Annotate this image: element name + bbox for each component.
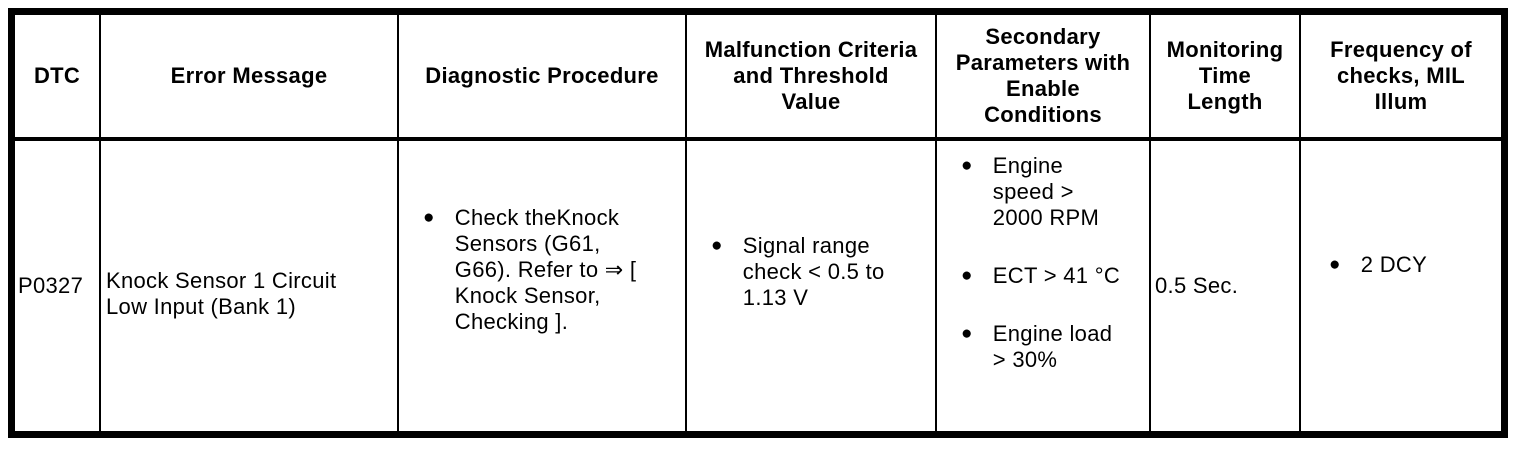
error-message-text: Knock Sensor 1 Circuit Low Input (Bank 1… xyxy=(106,268,337,319)
dtc-table: DTC Error Message Diagnostic Procedure M… xyxy=(13,13,1503,433)
bullet-item-text: 2 DCY xyxy=(1360,252,1428,277)
column-header-secondary-parameters: Secondary Parameters with Enable Conditi… xyxy=(935,13,1151,141)
bullet-icon: ● xyxy=(1329,254,1341,275)
bullet-icon: ● xyxy=(423,207,435,228)
table-row: P0327 Knock Sensor 1 Circuit Low Input (… xyxy=(13,138,1503,433)
bullet-icon: ● xyxy=(961,265,973,286)
column-header-error-message: Error Message xyxy=(99,13,399,141)
column-header-dtc: DTC xyxy=(13,13,101,141)
dtc-cell: P0327 xyxy=(13,138,101,433)
bullet-item: ● 2 DCY xyxy=(1302,252,1500,278)
bullet-item: ● Signal range check < 0.5 to 1.13 V xyxy=(688,233,934,311)
bullet-item-text: Signal range check < 0.5 to 1.13 V xyxy=(742,233,885,310)
bullet-item-text: Engine load > 30% xyxy=(992,321,1113,372)
bullet-item: ● Engine load > 30% xyxy=(938,321,1148,373)
column-header-monitoring-time: Monitoring Time Length xyxy=(1149,13,1301,141)
bullet-icon: ● xyxy=(961,155,973,176)
bullet-item: ● Check theKnock Sensors (G61, G66). Ref… xyxy=(400,205,684,335)
monitoring-time-cell: 0.5 Sec. xyxy=(1149,138,1301,433)
frequency-cell: ● 2 DCY xyxy=(1299,138,1503,433)
bullet-item: ● Engine speed > 2000 RPM xyxy=(938,153,1148,231)
bullet-item-text: ECT > 41 °C xyxy=(992,263,1121,288)
header-row: DTC Error Message Diagnostic Procedure M… xyxy=(13,13,1503,141)
column-header-diagnostic-procedure: Diagnostic Procedure xyxy=(397,13,687,141)
bullet-icon: ● xyxy=(711,235,723,256)
bullet-item: ● ECT > 41 °C xyxy=(938,263,1148,289)
column-header-malfunction-criteria: Malfunction Criteria and Threshold Value xyxy=(685,13,937,141)
error-message-cell: Knock Sensor 1 Circuit Low Input (Bank 1… xyxy=(99,138,399,433)
secondary-parameters-cell: ● Engine speed > 2000 RPM ● ECT > 41 °C … xyxy=(935,138,1151,433)
bullet-item-text: Check theKnock Sensors (G61, G66). Refer… xyxy=(454,205,637,334)
bullet-item-text: Engine speed > 2000 RPM xyxy=(992,153,1100,230)
bullet-icon: ● xyxy=(961,323,973,344)
column-header-frequency-of-checks: Frequency of checks, MIL Illum xyxy=(1299,13,1503,141)
dtc-table-frame: DTC Error Message Diagnostic Procedure M… xyxy=(8,8,1508,438)
malfunction-criteria-cell: ● Signal range check < 0.5 to 1.13 V xyxy=(685,138,937,433)
diagnostic-procedure-cell: ● Check theKnock Sensors (G61, G66). Ref… xyxy=(397,138,687,433)
